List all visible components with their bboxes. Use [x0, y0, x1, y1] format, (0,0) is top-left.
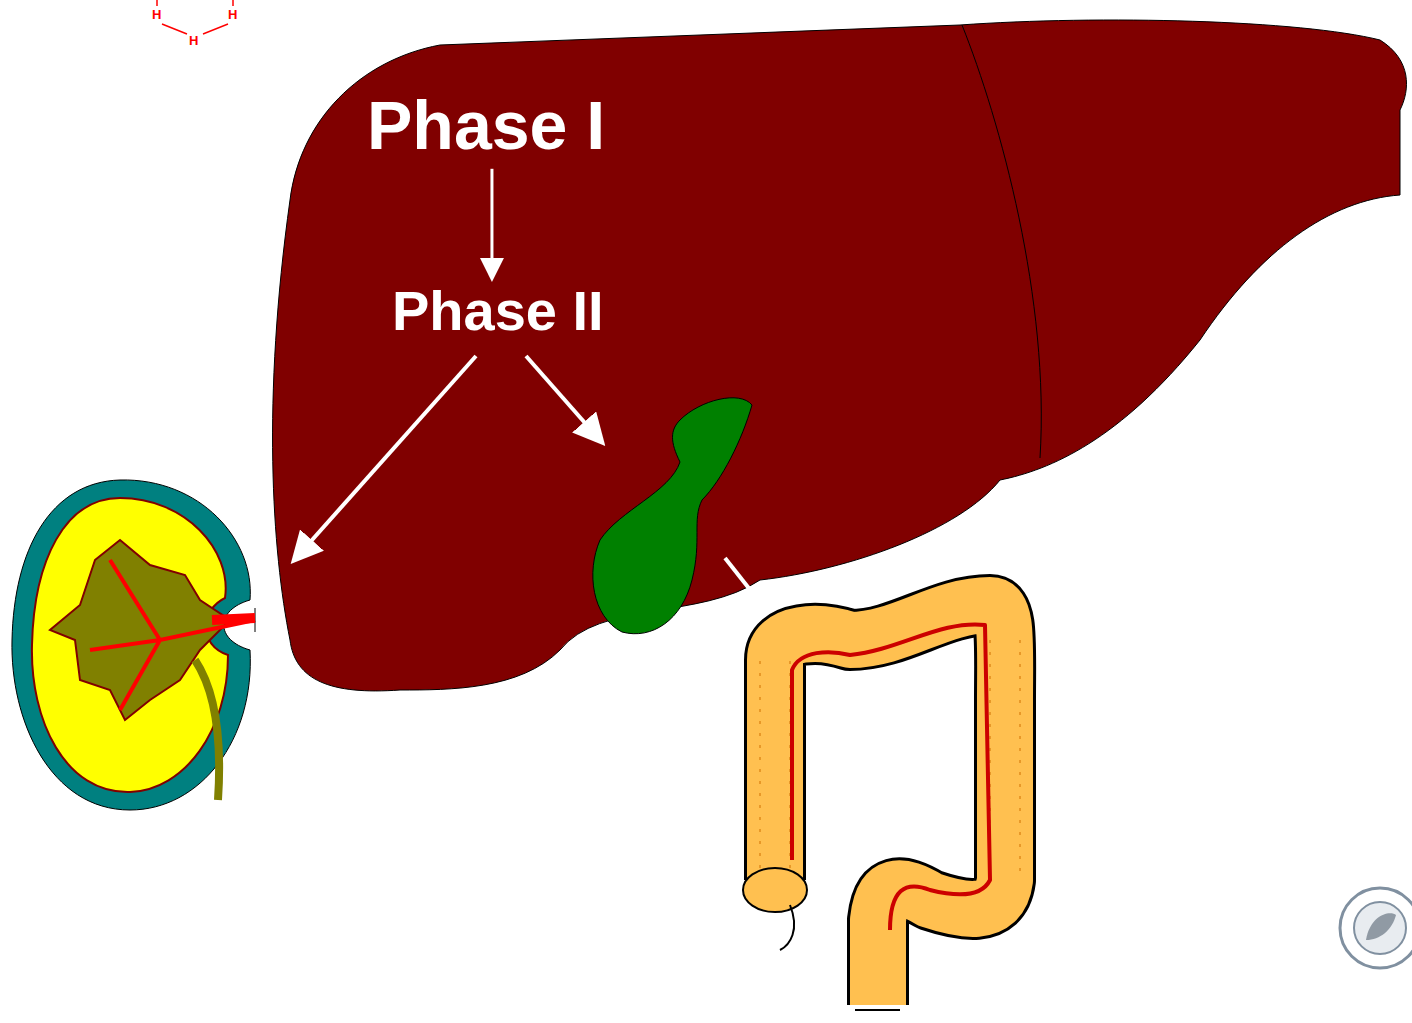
atom-label: H: [189, 34, 198, 47]
logo-seal: [1340, 888, 1412, 968]
phase-node: Phase I: [367, 88, 605, 163]
phase-label: Phase I: [367, 88, 605, 163]
molecule-bonds: [157, 0, 233, 34]
flow-arrow: [490, 169, 493, 276]
phase-node: Phase II: [392, 280, 604, 342]
kidney: [12, 480, 255, 810]
atom-label: H: [152, 8, 161, 21]
liver: [273, 20, 1407, 691]
atom-label: H: [228, 8, 237, 21]
flow-arrows: [296, 356, 755, 596]
phase-label: Phase II: [392, 280, 604, 342]
gallbladder: [593, 398, 752, 634]
colon: [743, 605, 1020, 1010]
liver-lobe-line: [962, 25, 1041, 458]
